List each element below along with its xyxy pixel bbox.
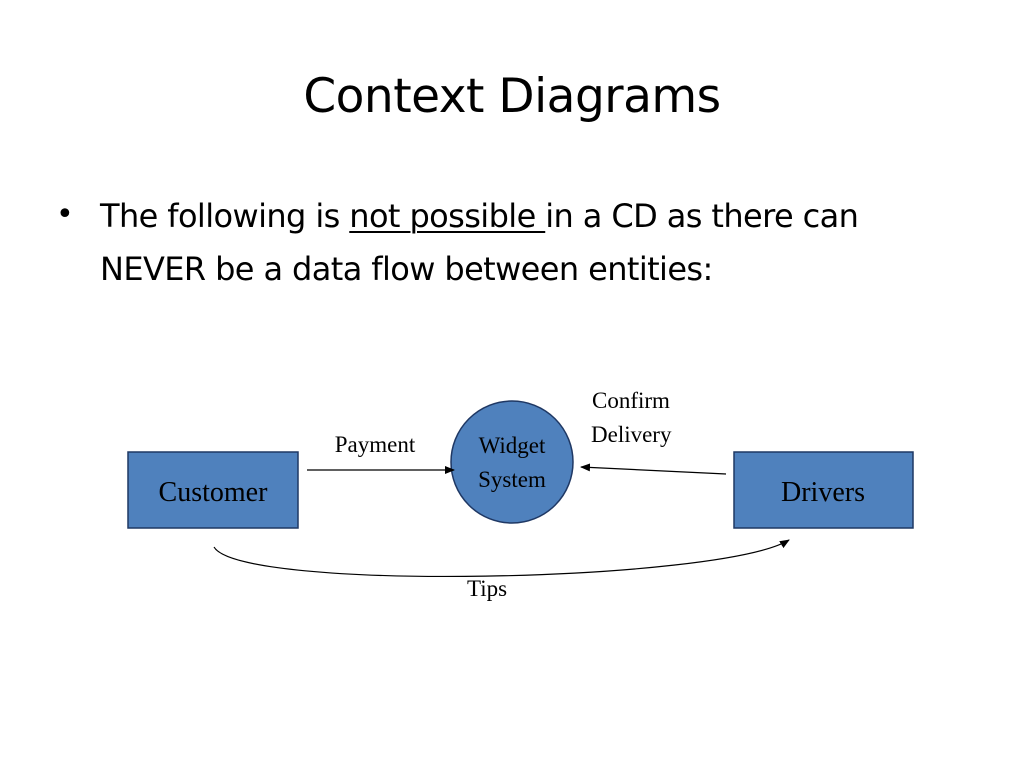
customer-entity-label: Customer xyxy=(159,477,269,508)
customer-entity-box xyxy=(127,451,299,529)
bullet-text: The following is not possible in a CD as… xyxy=(100,190,960,296)
tips-flow-arrow xyxy=(213,539,790,578)
process-label-line1: Widget xyxy=(479,433,546,458)
bullet-dot: • xyxy=(56,197,74,232)
process-label-line2: System xyxy=(478,467,546,492)
drivers-entity-label: Drivers xyxy=(781,477,865,508)
confirm-delivery-label-line2: Delivery xyxy=(591,422,672,447)
bullet-text-before: The following is xyxy=(100,197,350,235)
slide-title: Context Diagrams xyxy=(303,69,721,124)
confirm-delivery-label-line1: Confirm xyxy=(592,388,670,413)
payment-flow-label: Payment xyxy=(335,432,416,457)
widget-system-process xyxy=(450,400,574,524)
drivers-entity-box xyxy=(733,451,914,529)
bullet-text-after: in a CD as there can NEVER be a data flo… xyxy=(100,197,859,288)
bullet-text-underlined: not possible xyxy=(349,197,546,235)
confirm-delivery-flow-arrow xyxy=(580,463,727,475)
tips-flow-label: Tips xyxy=(467,576,507,601)
